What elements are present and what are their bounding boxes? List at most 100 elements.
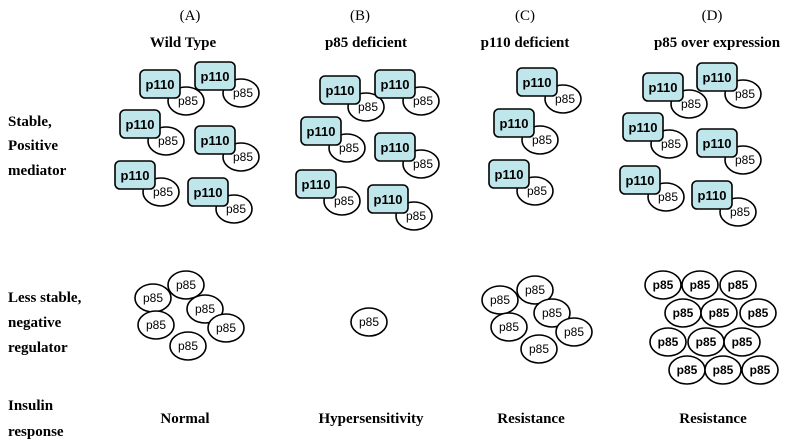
svg-text:p110: p110 bbox=[381, 140, 410, 155]
svg-text:p110: p110 bbox=[146, 77, 175, 92]
p110-box bbox=[367, 184, 409, 214]
svg-text:p85: p85 bbox=[339, 141, 359, 155]
p110-box bbox=[119, 109, 161, 139]
p110-box bbox=[295, 169, 337, 199]
svg-text:p110: p110 bbox=[629, 120, 658, 135]
p85-monomer: p85 bbox=[704, 355, 742, 385]
p110-box bbox=[619, 165, 661, 195]
svg-text:p85: p85 bbox=[728, 278, 749, 292]
svg-text:response: response bbox=[8, 424, 64, 440]
p110-box bbox=[488, 159, 530, 189]
svg-text:p85: p85 bbox=[216, 321, 236, 335]
svg-text:p110: p110 bbox=[326, 83, 355, 98]
svg-text:p110: p110 bbox=[302, 177, 331, 192]
svg-text:p85: p85 bbox=[334, 194, 354, 208]
svg-text:p85: p85 bbox=[730, 205, 750, 219]
svg-text:p110: p110 bbox=[703, 136, 732, 151]
svg-text:Less stable,: Less stable, bbox=[8, 290, 82, 306]
p85-monomer: p85 bbox=[555, 317, 593, 347]
p85-monomer: p85 bbox=[644, 270, 682, 300]
p85-monomer: p85 bbox=[481, 285, 519, 315]
p85-monomer: p85 bbox=[719, 270, 757, 300]
svg-text:Insulin: Insulin bbox=[8, 398, 54, 414]
svg-text:p110: p110 bbox=[523, 75, 552, 90]
svg-text:p110: p110 bbox=[381, 77, 410, 92]
svg-text:p85: p85 bbox=[713, 363, 734, 377]
svg-text:p85: p85 bbox=[525, 283, 545, 297]
p110-box bbox=[642, 72, 684, 102]
p85-monomer: p85 bbox=[664, 298, 702, 328]
p85-monomer: p85 bbox=[207, 313, 245, 343]
svg-text:p110: p110 bbox=[194, 185, 223, 200]
row-label-stable: Stable, Positive mediator bbox=[8, 114, 67, 179]
svg-text:p85: p85 bbox=[490, 293, 510, 307]
p85-monomer: p85 bbox=[186, 294, 224, 324]
svg-text:p110: p110 bbox=[126, 117, 155, 132]
p110-box bbox=[696, 128, 738, 158]
svg-text:p85: p85 bbox=[178, 94, 198, 108]
svg-text:p85: p85 bbox=[735, 153, 755, 167]
svg-text:p85: p85 bbox=[735, 87, 755, 101]
p110-box bbox=[516, 67, 558, 97]
p85-monomer: p85 bbox=[741, 355, 779, 385]
svg-text:p110: p110 bbox=[698, 188, 727, 203]
col-c-letter: (C) bbox=[515, 8, 535, 24]
svg-text:p85: p85 bbox=[406, 209, 426, 223]
p85-monomer: p85 bbox=[350, 307, 388, 337]
svg-text:p110: p110 bbox=[703, 70, 732, 85]
p110-box bbox=[493, 108, 535, 138]
svg-text:p85: p85 bbox=[226, 202, 246, 216]
svg-text:p110: p110 bbox=[374, 192, 403, 207]
p85-monomer: p85 bbox=[687, 327, 725, 357]
svg-text:p85: p85 bbox=[677, 363, 698, 377]
svg-text:negative: negative bbox=[8, 315, 62, 331]
svg-text:p85: p85 bbox=[681, 97, 701, 111]
p110-box bbox=[622, 112, 664, 142]
p85-monomer: p85 bbox=[516, 275, 554, 305]
svg-text:p85: p85 bbox=[529, 342, 549, 356]
row-label-insulin: Insulin response bbox=[8, 398, 64, 440]
svg-text:p85: p85 bbox=[233, 86, 253, 100]
svg-text:p85: p85 bbox=[413, 94, 433, 108]
svg-text:p110: p110 bbox=[201, 69, 230, 84]
p85-monomer: p85 bbox=[681, 270, 719, 300]
p85-monomer: p85 bbox=[533, 298, 571, 328]
svg-text:p85: p85 bbox=[527, 184, 547, 198]
svg-text:p85: p85 bbox=[555, 92, 575, 106]
svg-text:p85: p85 bbox=[709, 306, 730, 320]
p85-monomer: p85 bbox=[169, 331, 207, 361]
svg-text:regulator: regulator bbox=[8, 340, 68, 356]
col-d-letter: (D) bbox=[702, 8, 723, 24]
svg-text:p85: p85 bbox=[146, 318, 166, 332]
p85-monomer: p85 bbox=[520, 334, 558, 364]
col-b-title: p85 deficient bbox=[325, 35, 407, 51]
p110-box bbox=[300, 116, 342, 146]
svg-text:p85: p85 bbox=[658, 190, 678, 204]
response-a: Normal bbox=[160, 411, 209, 427]
svg-text:p85: p85 bbox=[658, 335, 679, 349]
p85-monomer: p85 bbox=[490, 312, 528, 342]
p110-box bbox=[374, 132, 416, 162]
svg-text:p110: p110 bbox=[307, 124, 336, 139]
p110-box bbox=[139, 69, 181, 99]
svg-text:p85: p85 bbox=[661, 137, 681, 151]
svg-text:p85: p85 bbox=[359, 315, 379, 329]
p85-monomer: p85 bbox=[668, 355, 706, 385]
svg-text:Positive: Positive bbox=[8, 138, 58, 154]
p110-box bbox=[187, 177, 229, 207]
svg-text:p85: p85 bbox=[158, 134, 178, 148]
svg-text:p85: p85 bbox=[532, 133, 552, 147]
p85-monomer: p85 bbox=[739, 298, 777, 328]
